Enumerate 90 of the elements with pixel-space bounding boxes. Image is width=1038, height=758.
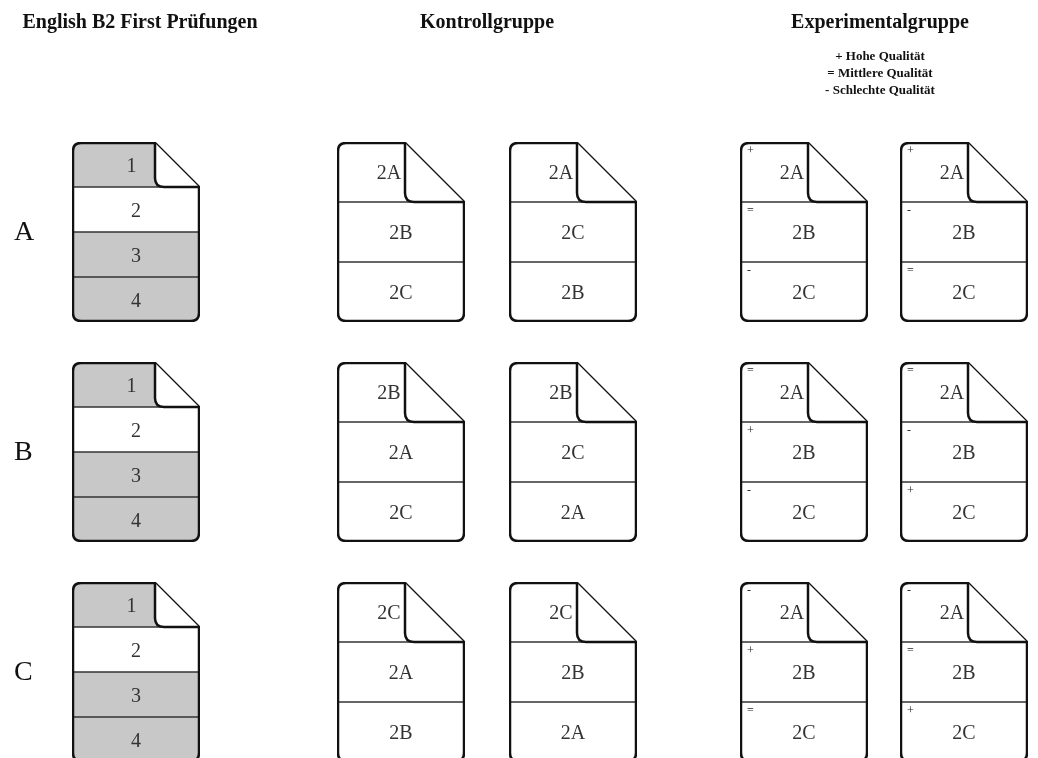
section-label: 2B <box>389 722 413 742</box>
document-shape <box>509 362 637 542</box>
document-shape <box>72 142 200 322</box>
section-label: 1 <box>126 374 137 395</box>
section-label: 2A <box>376 162 402 182</box>
quality-marker: = <box>747 204 754 216</box>
document-shape <box>740 142 868 322</box>
quality-marker: = <box>907 264 914 276</box>
section-label: 2C <box>952 282 976 302</box>
section-label: 2A <box>779 382 805 402</box>
row-label: B <box>14 437 33 465</box>
section-label: 2C <box>952 502 976 522</box>
section-label: 1 <box>126 154 137 175</box>
section-label: 2B <box>952 222 976 242</box>
section-label: 4 <box>131 729 141 750</box>
section-label: 2C <box>792 722 816 742</box>
section-label: 2B <box>792 222 816 242</box>
section-label: 3 <box>131 684 141 705</box>
section-label: 2C <box>389 502 413 522</box>
section-label: 2A <box>560 722 586 742</box>
section-label: 2B <box>952 442 976 462</box>
quality-marker: + <box>747 424 754 436</box>
section-label: 2A <box>939 602 965 622</box>
section-label: 2B <box>792 662 816 682</box>
section-label: 2A <box>548 162 574 182</box>
column-heading: Experimentalgruppe <box>790 9 970 34</box>
document-shape <box>900 142 1028 322</box>
quality-marker: = <box>747 704 754 716</box>
section-label: 2C <box>561 222 585 242</box>
document-shape <box>900 582 1028 758</box>
section-label: 2A <box>939 382 965 402</box>
legend-text: = Mittlere Qualität <box>826 65 934 81</box>
section-label: 2A <box>560 502 586 522</box>
quality-marker: + <box>907 704 914 716</box>
document-shape <box>72 362 200 542</box>
quality-marker: + <box>747 144 754 156</box>
quality-marker: - <box>907 204 911 216</box>
section-label: 2A <box>388 442 414 462</box>
quality-marker: + <box>907 144 914 156</box>
section-label: 2B <box>561 662 585 682</box>
section-label: 2B <box>389 222 413 242</box>
section-label: 2C <box>792 282 816 302</box>
row-label: C <box>14 657 33 685</box>
section-label: 2B <box>952 662 976 682</box>
document-shape <box>740 582 868 758</box>
section-label: 2A <box>388 662 414 682</box>
section-label: 2 <box>131 419 141 440</box>
column-heading: Kontrollgruppe <box>418 9 556 34</box>
document-shape <box>337 142 465 322</box>
section-label: 3 <box>131 464 141 485</box>
quality-marker: = <box>747 364 754 376</box>
section-label: 1 <box>126 594 137 615</box>
section-label: 4 <box>131 289 141 310</box>
quality-marker: = <box>907 644 914 656</box>
quality-marker: + <box>747 644 754 656</box>
section-label: 4 <box>131 509 141 530</box>
section-label: 2 <box>131 639 141 660</box>
section-label: 2C <box>377 602 401 622</box>
row-label: A <box>14 217 35 245</box>
section-label: 2A <box>779 602 805 622</box>
quality-marker: - <box>907 424 911 436</box>
document-shape <box>72 582 200 758</box>
section-label: 2 <box>131 199 141 220</box>
quality-marker: - <box>747 484 751 496</box>
quality-marker: - <box>747 264 751 276</box>
quality-marker: - <box>907 584 911 596</box>
document-shape <box>740 362 868 542</box>
quality-marker: = <box>907 364 914 376</box>
section-label: 2C <box>792 502 816 522</box>
document-shape <box>337 582 465 758</box>
document-shape <box>509 582 637 758</box>
section-label: 2B <box>377 382 401 402</box>
document-shape <box>509 142 637 322</box>
document-shape <box>337 362 465 542</box>
column-heading: English B2 First Prüfungen <box>21 9 259 34</box>
section-label: 2C <box>389 282 413 302</box>
quality-marker: + <box>907 484 914 496</box>
legend-text: + Hohe Qualität <box>834 48 926 64</box>
section-label: 2C <box>549 602 573 622</box>
section-label: 2B <box>549 382 573 402</box>
section-label: 2C <box>561 442 585 462</box>
legend-text: - Schlechte Qualität <box>824 82 936 98</box>
section-label: 2A <box>939 162 965 182</box>
document-shape <box>900 362 1028 542</box>
section-label: 2C <box>952 722 976 742</box>
section-label: 3 <box>131 244 141 265</box>
section-label: 2B <box>561 282 585 302</box>
section-label: 2A <box>779 162 805 182</box>
section-label: 2B <box>792 442 816 462</box>
quality-marker: - <box>747 584 751 596</box>
